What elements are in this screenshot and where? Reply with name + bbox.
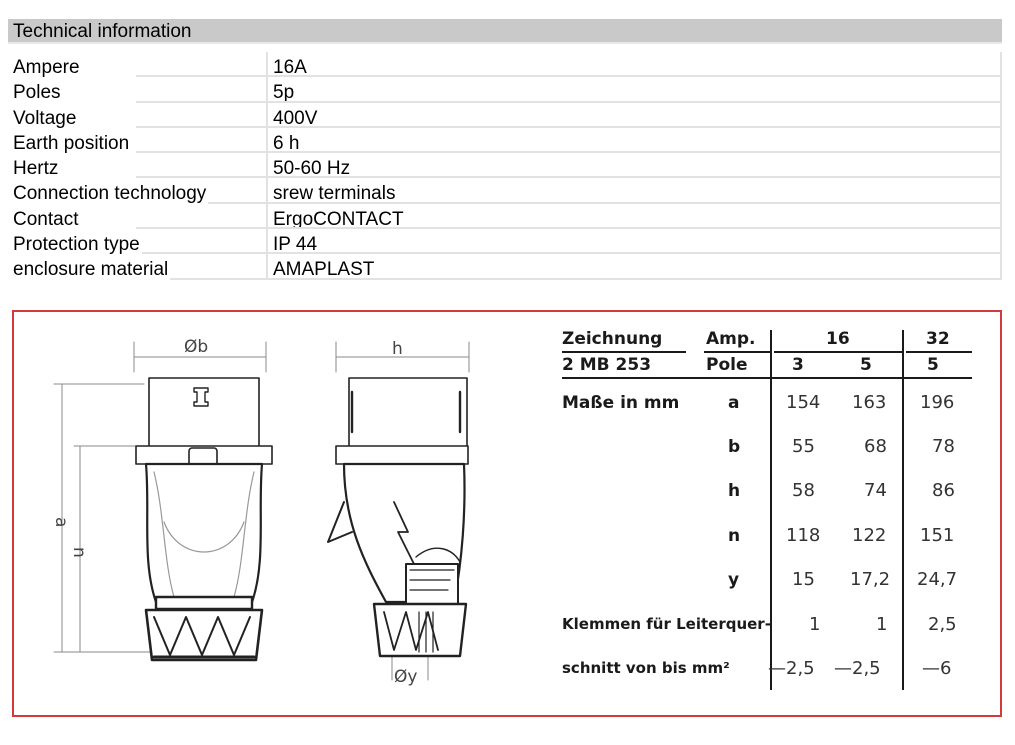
rule <box>562 377 972 379</box>
pole-value: 5 <box>927 355 939 375</box>
klemmen-value: 1 <box>876 614 888 635</box>
rule <box>774 351 904 353</box>
tech-row-contact: Contact ErgoCONTACT <box>8 203 1000 232</box>
plug-front-view: Øb a n <box>51 337 273 662</box>
dim-key: a <box>728 393 740 413</box>
dim-value: 163 <box>852 392 887 413</box>
tech-row-hertz: Hertz 50-60 Hz <box>8 153 1000 182</box>
rule <box>902 330 904 690</box>
tech-label: Contact <box>13 206 81 232</box>
tech-row-enclosure-material: enclosure material AMAPLAST <box>8 254 1000 283</box>
dim-value: 24,7 <box>917 569 958 590</box>
dim-value: 68 <box>864 436 887 457</box>
dimension-drawing-panel: Øb a n <box>12 310 1002 717</box>
technical-information-header: Technical information <box>8 19 1002 44</box>
dim-h-label: h <box>392 339 403 359</box>
dim-value: 74 <box>864 480 887 501</box>
dim-value: 196 <box>920 392 955 413</box>
dim-key: b <box>728 437 741 457</box>
tech-row-protection-type: Protection type IP 44 <box>8 229 1000 258</box>
dim-b-label: Øb <box>184 337 208 357</box>
rule <box>704 351 772 353</box>
technical-information-table: Technical information Ampere 16A Poles 5p … <box>8 19 1002 283</box>
dim-value: 15 <box>792 569 815 590</box>
tech-value: 400V <box>273 107 318 129</box>
tech-row-poles: Poles 5p <box>8 77 1000 106</box>
tech-label: enclosure material <box>13 257 171 283</box>
rule <box>906 351 972 353</box>
schnitt-value: —6 <box>922 658 952 679</box>
tech-row-voltage: Voltage 400V <box>8 102 1000 131</box>
klemmen-label: Klemmen für Leiterquer- <box>562 615 771 633</box>
tech-value: ErgoCONTACT <box>273 208 404 230</box>
dim-key: y <box>728 570 740 590</box>
dim-value: 58 <box>792 480 815 501</box>
tech-value: srew terminals <box>273 183 396 205</box>
rule <box>562 351 686 353</box>
dim-n-label: n <box>69 547 89 558</box>
klemmen-value: 2,5 <box>928 614 957 635</box>
dimension-table: Zeichnung 2 MB 253 Amp. Pole 16 32 3 5 5… <box>14 312 1004 719</box>
dim-a-label: a <box>51 517 71 527</box>
dim-value: 154 <box>786 392 821 413</box>
dim-value: 122 <box>852 525 887 546</box>
tech-value: IP 44 <box>273 234 318 256</box>
tech-label: Voltage <box>13 105 79 131</box>
klemmen-value: 1 <box>809 614 821 635</box>
dim-value: 55 <box>792 436 815 457</box>
dim-value: 118 <box>786 525 821 546</box>
pole-value: 5 <box>860 355 872 375</box>
zeichnung-label: Zeichnung <box>562 329 663 349</box>
tech-row-ampere: Ampere 16A <box>8 52 1000 80</box>
tech-value: 16A <box>273 57 307 78</box>
amp-label: Amp. <box>706 329 756 349</box>
masse-label: Maße in mm <box>562 393 680 413</box>
dim-key: n <box>728 526 741 546</box>
schnitt-label: schnitt von bis mm² <box>562 659 730 677</box>
tech-row-earth-position: Earth position 6 h <box>8 127 1000 156</box>
dim-key: h <box>728 481 741 501</box>
amp-16: 16 <box>826 329 850 349</box>
tech-label: Earth position <box>13 130 132 156</box>
rule <box>770 330 772 690</box>
tech-label: Hertz <box>13 156 61 182</box>
tech-value: 50-60 Hz <box>273 158 351 180</box>
tech-value: AMAPLAST <box>273 259 375 281</box>
pole-value: 3 <box>792 355 804 375</box>
tech-row-connection-technology: Connection technology srew terminals <box>8 178 1000 207</box>
schnitt-value: —2,5 <box>768 658 815 679</box>
dim-value: 86 <box>932 480 955 501</box>
dim-value: 151 <box>920 525 955 546</box>
technical-information-body: Ampere 16A Poles 5p Voltage 400V Earth posi… <box>8 52 1002 283</box>
tech-value: 5p <box>273 82 295 104</box>
tech-label: Connection technology <box>13 181 209 207</box>
plug-side-view: h Øy <box>327 339 470 687</box>
tech-label: Protection type <box>13 232 142 258</box>
dim-value: 17,2 <box>850 569 891 590</box>
plug-technical-drawing: Øb a n <box>51 337 470 687</box>
pole-label: Pole <box>706 355 748 375</box>
part-number: 2 MB 253 <box>562 355 652 375</box>
tech-label: Ampere <box>13 55 82 80</box>
dim-y-label: Øy <box>394 667 417 687</box>
amp-32: 32 <box>926 329 950 349</box>
dim-value: 78 <box>932 436 955 457</box>
schnitt-value: —2,5 <box>834 658 881 679</box>
tech-label: Poles <box>13 80 63 106</box>
tech-value: 6 h <box>273 132 300 154</box>
